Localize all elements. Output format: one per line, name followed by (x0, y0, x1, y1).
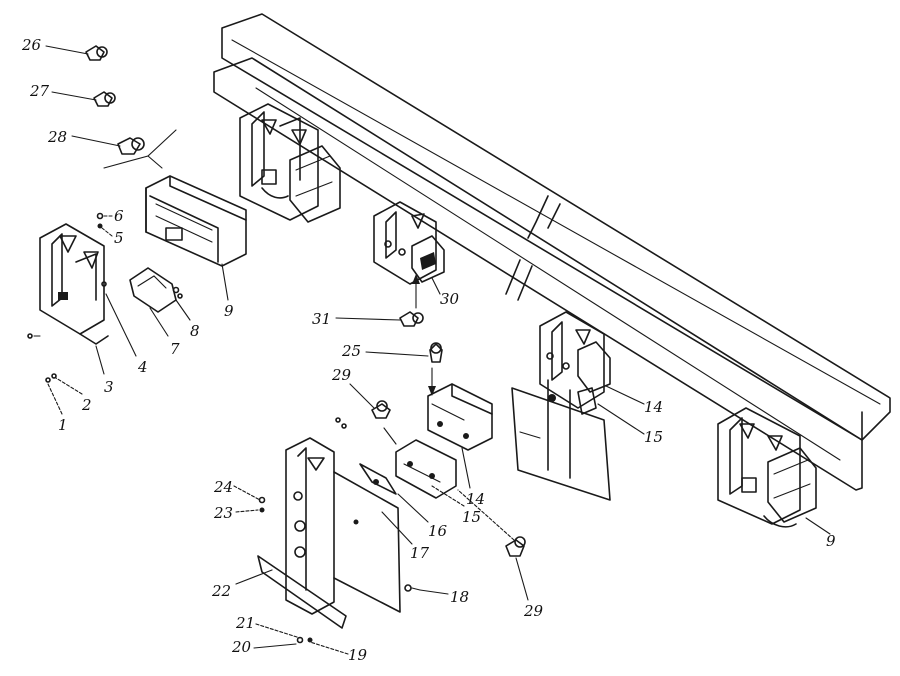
bulb-26 (85, 45, 108, 61)
callout-19: 19 (348, 646, 368, 664)
callout-2: 2 (81, 396, 92, 414)
callout-1: 1 (58, 416, 68, 434)
callout-7: 7 (170, 340, 180, 358)
small-hardware (27, 212, 347, 644)
lamp-bracket-3 (39, 223, 109, 345)
callout-27: 27 (29, 82, 50, 100)
marker-lamp-bracket-30 (373, 201, 445, 309)
callout-9: 9 (224, 302, 234, 320)
bulb-28 (117, 137, 145, 155)
callout-labels: 26 27 28 6 5 9 8 7 4 3 2 1 30 31 25 29 1… (21, 36, 836, 664)
plate-lamp-bracket-right (511, 311, 611, 501)
right-mounted-tail-lamp (717, 407, 817, 528)
callout-23: 23 (213, 504, 233, 522)
callout-30: 30 (440, 290, 460, 308)
callout-22: 22 (211, 582, 231, 600)
callout-21: 21 (235, 614, 255, 632)
callout-3: 3 (104, 378, 114, 396)
callout-4: 4 (137, 358, 148, 376)
callout-17: 17 (410, 544, 430, 562)
bulb-27 (93, 91, 116, 107)
callout-15-left: 15 (462, 508, 481, 526)
callout-15-right: 15 (644, 428, 663, 446)
callout-29-upper: 29 (331, 366, 352, 384)
plate-lamp-14 (427, 367, 493, 451)
bulb-29-upper (371, 400, 391, 419)
callout-26: 26 (21, 36, 42, 54)
callout-31: 31 (312, 310, 331, 328)
bulb-29-lower (505, 536, 526, 557)
callout-14-left: 14 (466, 490, 485, 508)
callout-28: 28 (47, 128, 67, 146)
callout-18: 18 (450, 588, 469, 606)
callout-29-lower: 29 (523, 602, 544, 620)
callout-6: 6 (114, 207, 124, 225)
callout-14-right: 14 (644, 398, 663, 416)
callout-25: 25 (341, 342, 361, 360)
callout-8: 8 (190, 322, 200, 340)
gasket-7 (129, 267, 183, 313)
tail-lamp-housing-9 (103, 129, 247, 267)
callout-20: 20 (231, 638, 252, 656)
callout-5: 5 (114, 229, 124, 247)
callout-16: 16 (428, 522, 448, 540)
callout-24: 24 (213, 478, 233, 496)
leader-lines (45, 45, 831, 655)
screw-18 (404, 584, 421, 592)
plate-lamp-base-15 (383, 427, 457, 499)
bulb-25 (429, 342, 443, 363)
license-plate-holder-22 (257, 437, 401, 629)
bumper-beam (213, 13, 891, 491)
callout-9-right: 9 (826, 532, 836, 550)
bulb-31 (399, 311, 424, 327)
left-mounted-tail-lamp (239, 103, 341, 223)
